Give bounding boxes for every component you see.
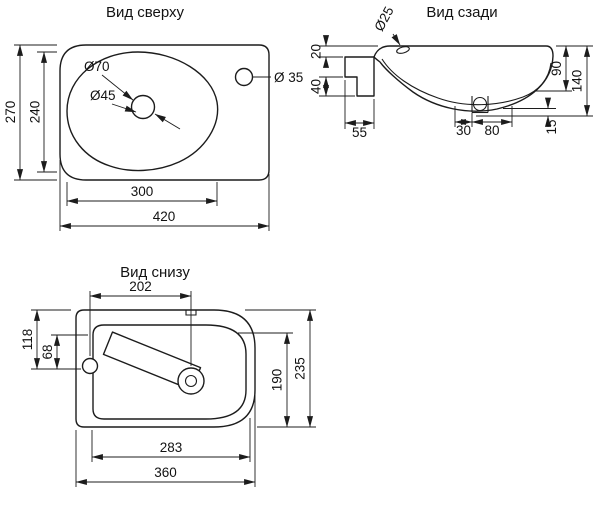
bottom-inner-contour: [92, 324, 247, 420]
rear-drain-stub: [471, 96, 489, 114]
dim-360-label: 360: [154, 465, 177, 480]
dim-283-label: 283: [160, 440, 183, 455]
dim-68-label: 68: [40, 344, 55, 359]
view-rear-title: Вид сзади: [426, 4, 497, 21]
top-basin-outline: [66, 51, 219, 172]
rear-inner-rim-line: [381, 58, 552, 106]
dim-68: [51, 334, 88, 370]
label-d70: Ø70: [84, 59, 110, 74]
bottom-drain-inner: [184, 374, 198, 388]
dim-240-label: 240: [28, 101, 43, 124]
rear-drain-hole: [472, 96, 488, 112]
dim-55: [344, 80, 375, 129]
dim-360: [75, 395, 256, 487]
leader-drain-pointer: [154, 113, 181, 130]
dim-90-label: 90: [549, 61, 564, 76]
dim-140: [476, 45, 593, 117]
view-top-title: Вид сверху: [106, 4, 185, 21]
dim-140-label: 140: [570, 70, 585, 93]
dim-15-label: 15: [544, 119, 559, 134]
top-outer-outline: [59, 44, 270, 181]
dim-20: [319, 35, 378, 68]
top-faucet-hole: [234, 67, 254, 87]
dim-202-label: 202: [129, 279, 152, 294]
view-rear: Вид сзади Ø25 20 40: [309, 4, 593, 140]
dim-20-label: 20: [309, 44, 324, 59]
dim-283: [91, 418, 251, 462]
dim-202: [89, 291, 192, 366]
rear-overflow-hole: [396, 46, 410, 54]
dim-240: [37, 51, 57, 173]
view-bottom-title: Вид снизу: [120, 264, 190, 281]
dim-30-label: 30: [456, 123, 471, 138]
label-d25: Ø25: [371, 4, 396, 34]
dim-118-label: 118: [20, 329, 35, 351]
dim-118: [31, 309, 81, 370]
label-d35: Ø 35: [274, 70, 303, 85]
dim-190-label: 190: [270, 369, 285, 392]
dim-40-label: 40: [309, 79, 324, 94]
bottom-outer-outline: [75, 309, 256, 428]
dim-235-label: 235: [293, 357, 308, 380]
leader-d45-line: [111, 103, 137, 113]
bottom-drain-outer: [177, 367, 205, 395]
dim-270-label: 270: [3, 101, 18, 124]
leader-d70-line: [101, 74, 134, 101]
bottom-mount-hole: [81, 357, 99, 375]
view-bottom: Вид снизу 202 118 68 190: [20, 264, 316, 487]
dim-235: [245, 309, 316, 428]
label-d45: Ø45: [90, 88, 116, 103]
rear-wall-bracket: [344, 56, 375, 97]
dim-190: [238, 332, 316, 428]
dim-55-label: 55: [352, 125, 367, 140]
dim-300: [66, 182, 218, 206]
top-drain-hole: [130, 94, 156, 120]
view-top: Вид сверху Ø70 Ø45 Ø 35 270 240: [3, 4, 303, 231]
top-leader-lines: [101, 74, 271, 130]
dim-300-label: 300: [131, 184, 154, 199]
dim-80-label: 80: [484, 123, 499, 138]
dim-270: [14, 44, 57, 181]
dim-30-80: [454, 106, 513, 127]
dim-40: [319, 76, 355, 97]
dim-420: [59, 160, 270, 231]
rear-body-outline: [373, 45, 554, 112]
dim-420-label: 420: [153, 209, 176, 224]
leader-d25-line: [391, 33, 401, 46]
